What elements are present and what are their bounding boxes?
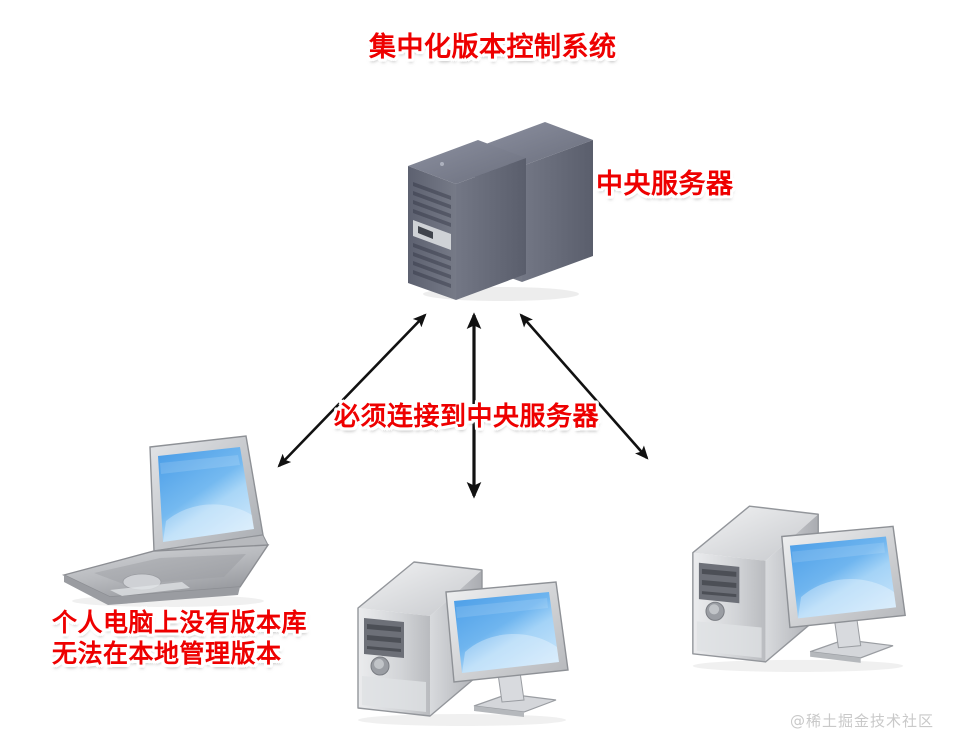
desktop-computer-icon [357, 561, 569, 726]
watermark: @稀土掘金技术社区 [790, 712, 935, 730]
no-local-repository-label: 个人电脑上没有版本库 无法在本地管理版本 [52, 608, 307, 669]
central-server-graphic [396, 104, 606, 304]
connection-arrows [255, 296, 665, 511]
must-connect-label: 必须连接到中央服务器 [334, 402, 600, 432]
server-tower-icon [408, 122, 593, 301]
no-local-repository-line2: 无法在本地管理版本 [52, 638, 282, 668]
client-desktop-right-graphic [672, 492, 924, 674]
double-arrow-icon [277, 313, 427, 468]
laptop-icon [61, 435, 270, 607]
client-desktop-center-graphic [342, 548, 582, 728]
diagram-title: 集中化版本控制系统 [369, 32, 617, 63]
central-server-label: 中央服务器 [596, 169, 734, 200]
client-laptop-graphic [50, 425, 285, 610]
desktop-computer-icon [692, 505, 906, 672]
no-local-repository-line1: 个人电脑上没有版本库 [52, 608, 308, 637]
double-arrow-icon [519, 313, 649, 460]
